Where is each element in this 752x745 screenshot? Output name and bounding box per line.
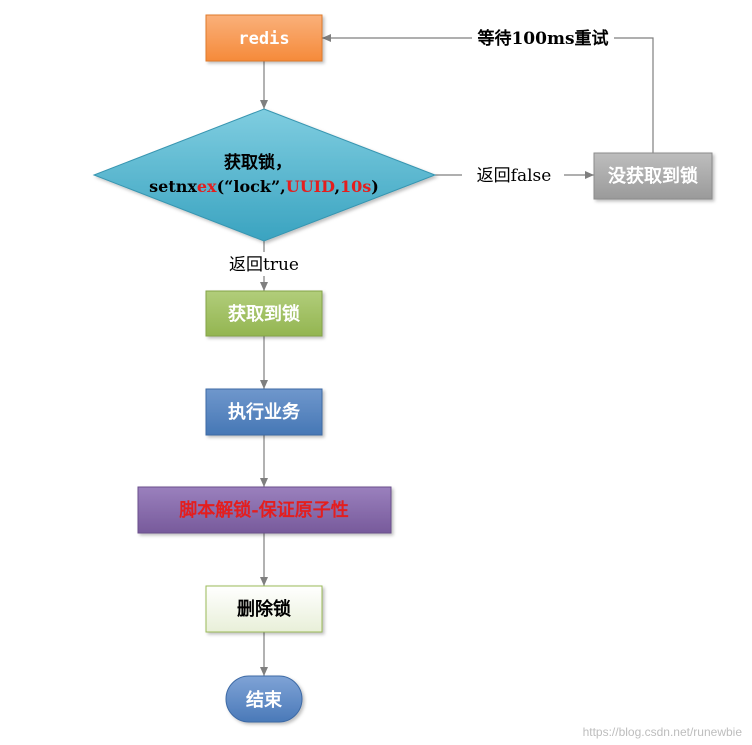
decision-cmd-setnx: setnx	[149, 177, 197, 196]
node-redis	[205, 14, 323, 62]
edge-retry-loop	[322, 34, 654, 153]
decision-comma-2: ,	[334, 177, 340, 196]
node-end	[225, 675, 303, 723]
decision-paren-close: )	[371, 177, 379, 196]
decision-command: setnxex(“lock”,UUID,10s)	[149, 177, 379, 196]
edge-label-retry: 等待100ms重试	[477, 28, 608, 49]
node-delete-lock	[205, 585, 323, 633]
edge-label-return-true: 返回true	[229, 255, 299, 275]
decision-comma-1: ,	[280, 177, 286, 196]
node-business-label: 执行业务	[228, 401, 301, 423]
decision-uuid: UUID	[286, 177, 335, 196]
node-unlock-script-label: 脚本解锁-保证原子性	[179, 499, 348, 521]
node-unlock-script	[137, 486, 392, 534]
node-redis-label: redis	[238, 29, 289, 49]
decision-lock: “lock”	[224, 177, 280, 196]
node-got-lock	[205, 290, 323, 337]
decision-line1: 获取锁，	[224, 152, 292, 173]
node-end-label: 结束	[246, 689, 283, 711]
decision-10s: 10s	[340, 177, 371, 196]
node-delete-lock-label: 删除锁	[237, 598, 291, 620]
watermark: https://blog.csdn.net/runewbie	[583, 725, 743, 739]
decision-paren-open: (	[217, 177, 225, 196]
node-decision	[92, 108, 437, 242]
node-business	[205, 388, 323, 436]
edge-label-return-false: 返回false	[477, 166, 552, 186]
node-got-lock-label: 获取到锁	[228, 303, 300, 325]
decision-cmd-ex: ex	[197, 177, 217, 196]
node-no-lock-label: 没获取到锁	[608, 165, 698, 187]
node-no-lock	[593, 152, 713, 200]
